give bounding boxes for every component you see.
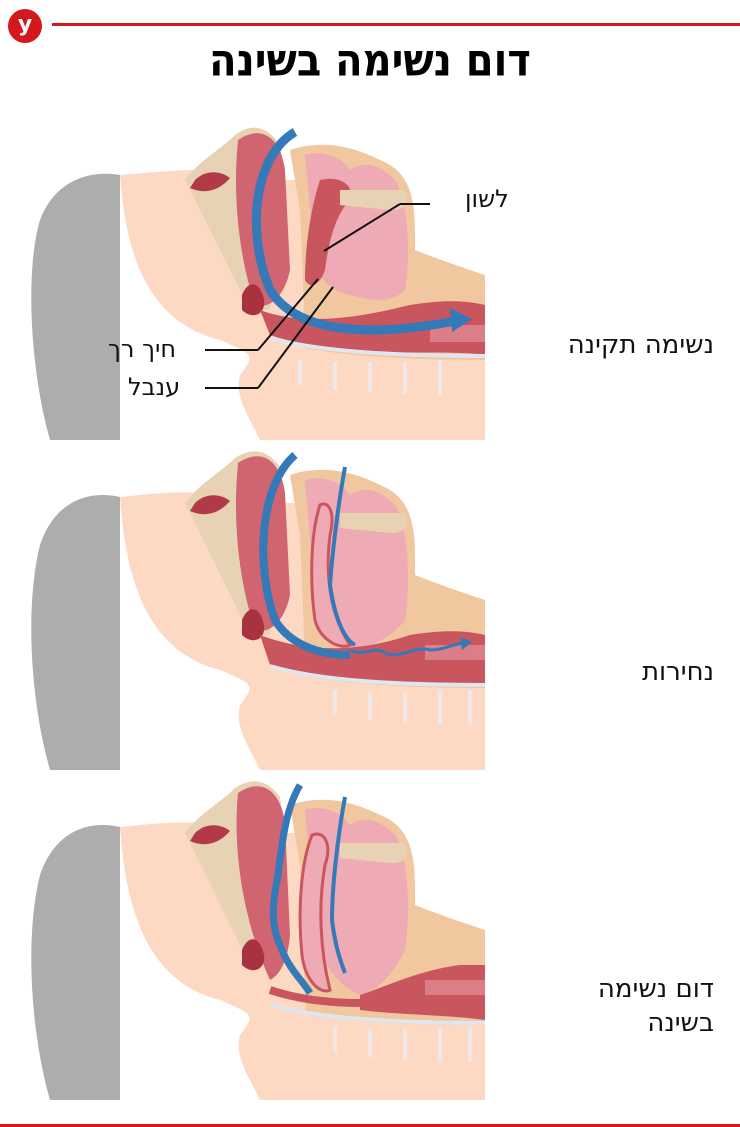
panel-sleep-apnea bbox=[20, 775, 485, 1100]
label-uvula: ענבל bbox=[128, 373, 181, 401]
state-label-snoring: נחירות bbox=[641, 657, 714, 687]
panel-normal-breathing: לשון חיך רך ענבל bbox=[20, 110, 509, 440]
bottom-divider bbox=[0, 1124, 740, 1127]
state-label-normal: נשימה תקינה bbox=[567, 330, 714, 360]
state-label-apnea-line2: בשינה bbox=[647, 1008, 714, 1038]
airway-illustration-normal bbox=[20, 110, 485, 440]
top-divider bbox=[52, 23, 740, 26]
panel-snoring bbox=[20, 445, 485, 770]
state-label-apnea: דום נשימה בשינה bbox=[598, 972, 714, 1040]
label-soft-palate: חיך רך bbox=[108, 335, 177, 363]
state-label-apnea-line1: דום נשימה bbox=[597, 974, 714, 1004]
label-tongue: לשון bbox=[465, 185, 509, 213]
airway-illustration-snoring bbox=[20, 445, 485, 770]
page-title: דום נשימה בשינה bbox=[209, 35, 531, 87]
airway-illustration-apnea bbox=[20, 775, 485, 1100]
ynet-logo: y bbox=[8, 9, 42, 43]
